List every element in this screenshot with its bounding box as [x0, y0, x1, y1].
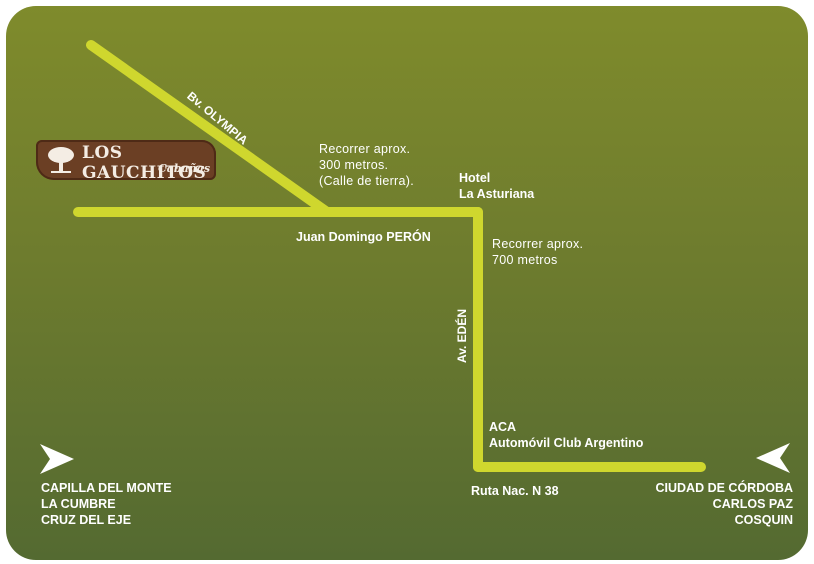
destination-line: COSQUIN [734, 513, 793, 527]
destination-line: CAPILLA DEL MONTE [41, 481, 172, 495]
note-line: (Calle de tierra). [319, 174, 415, 188]
landmark-line: Hotel [459, 171, 491, 185]
street-label-eden: Av. EDÉN [455, 308, 469, 363]
landmark-line: ACA [489, 420, 517, 434]
destinations-west: CAPILLA DEL MONTE LA CUMBRE CRUZ DEL EJE [41, 480, 172, 528]
logo-subtitle: Cabañas [158, 162, 211, 175]
distance-note-700m: Recorrer aprox. 700 metros [492, 236, 583, 268]
destination-line: LA CUMBRE [41, 497, 116, 511]
road-olympia [86, 40, 332, 217]
destination-line: CRUZ DEL EJE [41, 513, 132, 527]
destination-line: CIUDAD DE CÓRDOBA [655, 481, 794, 495]
arrow-left-icon [756, 443, 790, 473]
logo: LOS GAUCHITOS Cabañas [36, 140, 216, 183]
destinations-east: CIUDAD DE CÓRDOBA CARLOS PAZ COSQUIN [656, 480, 794, 528]
landmark-hotel: Hotel La Asturiana [459, 170, 534, 202]
landmark-line: Automóvil Club Argentino [489, 436, 644, 450]
note-line: Recorrer aprox. [319, 142, 411, 156]
landmark-aca: ACA Automóvil Club Argentino [489, 419, 643, 451]
arrow-right-icon [40, 444, 74, 474]
map: LOS GAUCHITOS Cabañas Bv. OLYMPIA Recorr… [6, 6, 808, 560]
distance-note-300m: Recorrer aprox. 300 metros. (Calle de ti… [319, 141, 414, 189]
note-line: 300 metros. [319, 158, 389, 172]
street-label-ruta-38: Ruta Nac. N 38 [471, 484, 559, 498]
street-label-peron: Juan Domingo PERÓN [296, 230, 431, 244]
landmark-line: La Asturiana [459, 187, 535, 201]
destination-line: CARLOS PAZ [712, 497, 793, 511]
note-line: 700 metros [492, 253, 558, 267]
tree-icon [48, 147, 74, 173]
logo-name: LOS GAUCHITOS [82, 143, 207, 183]
roads [73, 40, 706, 472]
note-line: Recorrer aprox. [492, 237, 584, 251]
